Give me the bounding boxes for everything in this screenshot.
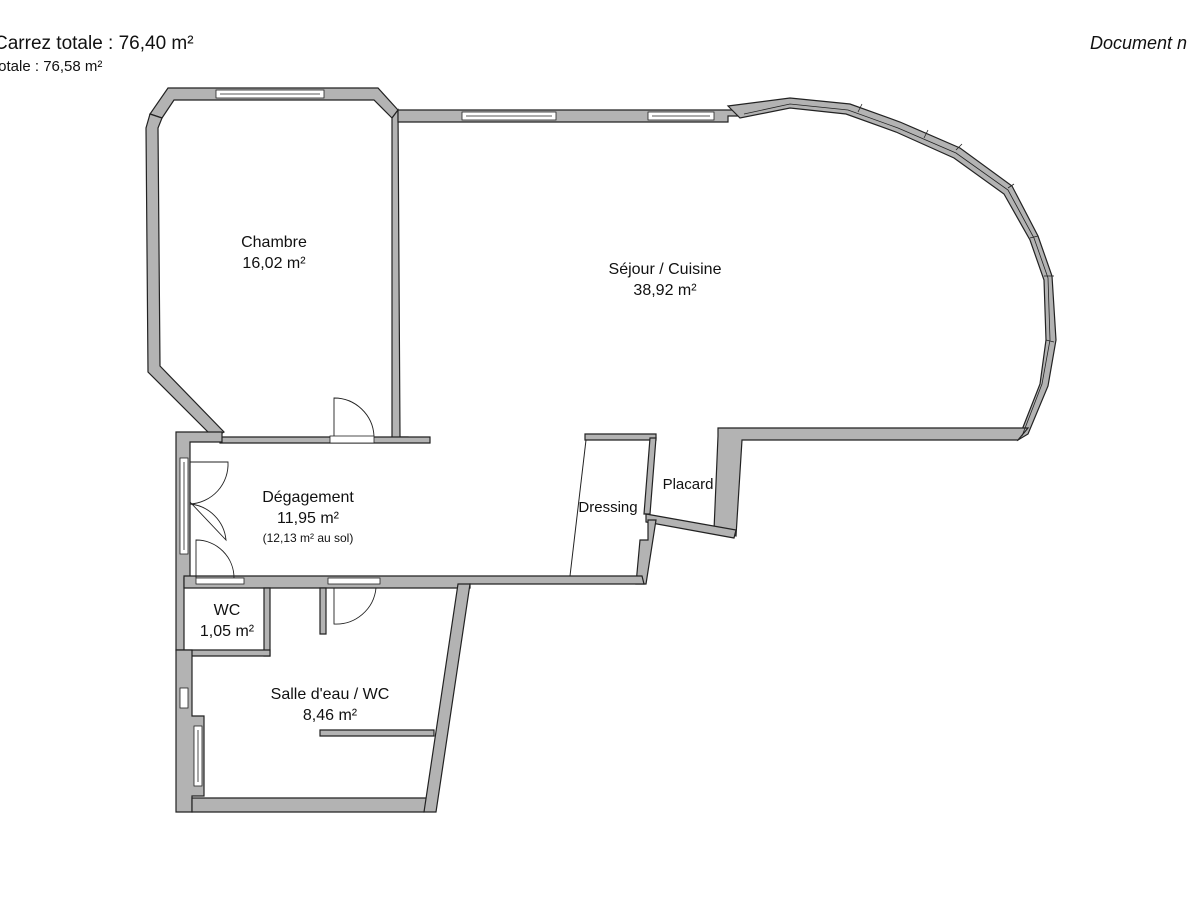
wall-placard-bottom: [645, 513, 737, 539]
surface-summary: Carrez totale : 76,40 m² totale : 76,58 …: [0, 32, 194, 78]
door-swings: [189, 397, 377, 625]
total-value: 76,58 m²: [43, 58, 103, 75]
room-degagement: Dégagement 11,95 m² (12,13 m² au sol): [262, 487, 354, 547]
room-placard: Placard: [663, 474, 714, 495]
wall-bath-bottom: [191, 797, 431, 813]
wall-bedroom-bottom: [219, 436, 431, 444]
room-floor-area: (12,13 m² au sol): [262, 531, 354, 545]
carrez-label: Carrez totale :: [0, 33, 114, 54]
wall-bath-right: [423, 583, 471, 813]
total-label: totale :: [0, 58, 40, 75]
total-surface: totale : 76,58 m²: [0, 56, 194, 78]
room-name: Dégagement: [262, 489, 354, 506]
wall-bedroom-right: [391, 108, 409, 443]
wall-bay: [726, 97, 1057, 442]
wall-dressing-right: [643, 437, 657, 515]
room-chambre: Chambre 16,02 m²: [241, 232, 307, 274]
bay-window-marks: [743, 103, 1055, 437]
wall-bedroom-left: [145, 113, 225, 439]
wall-living-bottom: [713, 427, 1030, 537]
room-salle-eau: Salle d'eau / WC 8,46 m²: [271, 684, 390, 726]
door-frame-bedroom: [329, 435, 375, 444]
wall-dressing-side: [635, 519, 657, 585]
door-bedroom: [333, 397, 375, 437]
door-bath: [333, 587, 377, 625]
room-name: Dressing: [578, 499, 638, 516]
wall-hall-bottom: [183, 575, 645, 589]
wall-stub: [319, 587, 327, 635]
room-name: Séjour / Cuisine: [608, 261, 722, 278]
wall-dressing-top: [584, 433, 657, 441]
dressing-opening: [569, 439, 587, 577]
windows: [179, 89, 715, 787]
carrez-value: 76,40 m²: [118, 33, 194, 54]
room-name: Chambre: [241, 234, 307, 251]
door-wc: [195, 539, 235, 579]
room-area: 38,92 m²: [633, 282, 697, 299]
door-hall-2: [189, 501, 227, 542]
room-area: 16,02 m²: [242, 255, 306, 272]
wall-wc-right: [263, 587, 271, 657]
carrez-total: Carrez totale : 76,40 m²: [0, 32, 194, 56]
wall-wc-bottom: [183, 649, 271, 657]
wall-bath-partition: [319, 729, 435, 737]
door-hall-1: [189, 461, 229, 505]
window-bath-1: [179, 687, 189, 709]
room-area: 11,95 m²: [277, 510, 339, 527]
room-dressing: Dressing: [578, 497, 637, 518]
document-note: Document n: [1090, 33, 1188, 53]
room-name: Placard: [662, 476, 714, 493]
door-frame-bath: [327, 577, 381, 585]
room-name: Salle d'eau / WC: [270, 686, 390, 703]
room-wc: WC 1,05 m²: [200, 600, 254, 642]
room-area: 8,46 m²: [302, 707, 358, 724]
room-name: WC: [213, 602, 241, 619]
door-frame-wc: [195, 577, 245, 585]
room-sejour-cuisine: Séjour / Cuisine 38,92 m²: [609, 259, 722, 301]
room-area: 1,05 m²: [199, 623, 255, 640]
